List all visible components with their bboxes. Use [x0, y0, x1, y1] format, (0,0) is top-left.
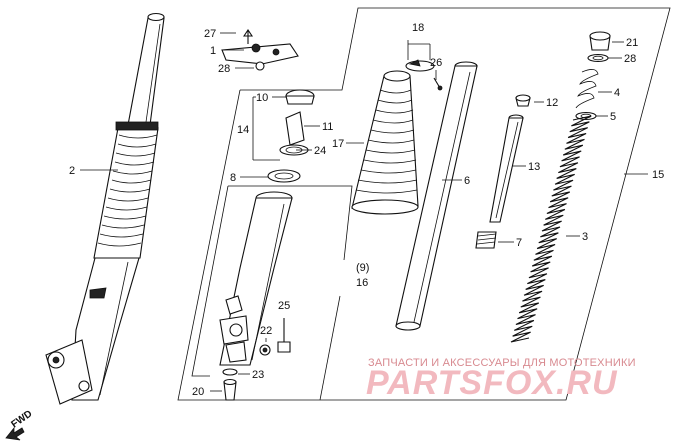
watermark-logo-text: PARTSFOX.RU	[366, 364, 618, 402]
damper-rod-parts	[475, 94, 531, 249]
callout-21: 22	[260, 325, 272, 337]
inner-frame-9	[191, 185, 353, 401]
callout-10: 10	[256, 92, 268, 104]
fwd-label: FWD	[9, 408, 34, 430]
spring-parts	[575, 31, 611, 121]
callout-18: 18	[412, 22, 424, 34]
fork-boot-bellows	[93, 121, 159, 259]
callout-22: 23	[252, 369, 264, 381]
callout-26: 27	[204, 28, 216, 40]
callout-2: 2	[69, 165, 75, 177]
callout-labels: 2 1 27 28 10 14 11 24 8 17 18 26 12 13 6…	[69, 22, 664, 398]
callout-5: 5	[610, 111, 616, 123]
drain-bolt-parts	[222, 318, 291, 401]
boot-clamp	[405, 59, 443, 91]
callout-15: 15	[652, 169, 664, 181]
fork-leg-assembly	[45, 12, 165, 405]
callout-14: 14	[237, 124, 249, 136]
callout-3: 3	[582, 231, 588, 243]
callout-16: 16	[356, 277, 368, 289]
hose-clamp-bracket	[221, 29, 299, 71]
watermark: ЗАПЧАСТИ И АКСЕССУАРЫ ДЛЯ МОТОТЕХНИКИ PA…	[366, 357, 636, 402]
callout-19: 20	[192, 386, 204, 398]
leader-lines	[80, 32, 648, 392]
fwd-arrow: FWD	[5, 408, 34, 441]
callout-6: 6	[464, 175, 470, 187]
fork-spring	[510, 115, 592, 343]
callout-13: 13	[528, 161, 540, 173]
seal-stack	[267, 89, 315, 183]
callout-12: 12	[546, 97, 558, 109]
fork-slider	[219, 191, 293, 366]
callout-1: 1	[210, 45, 216, 57]
callout-11: 11	[322, 121, 333, 133]
callout-20: 21	[626, 37, 638, 49]
callout-7: 7	[516, 237, 522, 249]
callout-8: 8	[230, 172, 236, 184]
callout-23: 24	[314, 145, 326, 157]
callout-17: 17	[332, 138, 344, 150]
callout-27: 28	[218, 63, 230, 75]
watermark-tagline: ЗАПЧАСТИ И АКСЕССУАРЫ ДЛЯ МОТОТЕХНИКИ	[368, 357, 636, 369]
subassembly-9-label: (9)	[356, 262, 369, 274]
callout-25: 26	[430, 57, 442, 69]
outer-frame	[177, 7, 671, 401]
callout-24: 25	[278, 300, 290, 312]
fork-pipe	[395, 61, 478, 331]
dust-boot	[351, 70, 419, 215]
callout-28: 28	[624, 53, 636, 65]
callout-4: 4	[614, 87, 620, 99]
